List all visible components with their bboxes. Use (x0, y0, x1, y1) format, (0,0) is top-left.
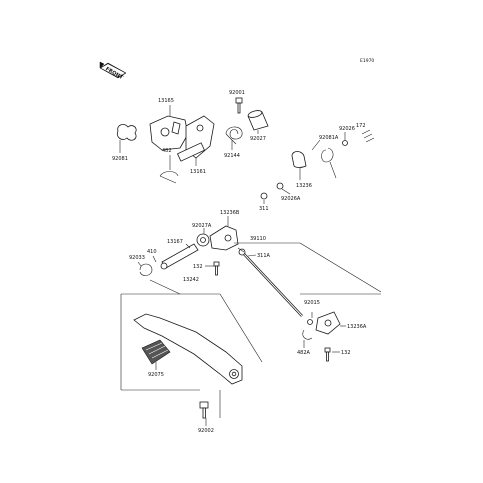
callout-13236: 13236 (296, 183, 312, 189)
callout-92027A: 92027A (192, 223, 212, 229)
callout-92015: 92015 (304, 300, 320, 306)
pedal-bolt-part (199, 401, 209, 419)
diagram-code: E1970 (360, 58, 374, 64)
pedal-rubber-part (141, 339, 171, 365)
pedal-shaft-part (160, 243, 199, 270)
collar-a-part (196, 233, 210, 247)
shift-drum-plate-part (149, 115, 189, 151)
circlip-part (159, 171, 179, 184)
callout-132-lower: 132 (341, 350, 351, 356)
callout-92002: 92002 (198, 428, 214, 434)
front-direction-arrow: FRONT (99, 61, 127, 81)
callout-311: 311 (259, 206, 269, 212)
seal-part (291, 151, 307, 168)
callout-13161: 13161 (190, 169, 206, 175)
callout-92081A: 92081A (319, 135, 339, 141)
callout-13236A: 13236A (347, 324, 367, 330)
callout-172: 172 (356, 123, 366, 129)
callout-132-upper: 132 (193, 264, 203, 270)
torsion-spring-part (225, 126, 243, 145)
shift-shaft-part (176, 115, 215, 162)
callout-92075: 92075 (148, 372, 164, 378)
callout-13242: 13242 (183, 277, 199, 283)
callout-92027: 92027 (250, 136, 266, 142)
bolt-132-lower-part (324, 347, 331, 362)
callout-92081: 92081 (112, 156, 128, 162)
washer-small-part (276, 182, 284, 190)
callout-13167: 13167 (167, 239, 183, 245)
retaining-ring-part (139, 263, 153, 276)
return-spring-part (321, 147, 337, 179)
callout-13165: 13165 (158, 98, 174, 104)
tie-rod-part (238, 248, 303, 317)
nut-part (260, 192, 268, 200)
callout-311A: 311A (257, 253, 271, 259)
callout-482A: 482A (297, 350, 311, 356)
collar-part (247, 110, 269, 131)
callout-410: 410 (147, 249, 157, 255)
shift-pedal-part (133, 313, 243, 385)
nut-92015-part (307, 319, 313, 325)
oil-seal-part (116, 124, 137, 141)
callout-92001: 92001 (229, 90, 245, 96)
callout-482: 482 (162, 148, 172, 154)
callout-92026: 92026 (339, 126, 355, 132)
shift-lever-arm-part (209, 225, 239, 251)
callout-92033: 92033 (129, 255, 145, 261)
callout-92026A: 92026A (281, 196, 301, 202)
lever-end-part (315, 311, 341, 335)
bolt-132-upper-part (213, 261, 220, 276)
callout-39110: 39110 (250, 236, 266, 242)
pin-part (361, 129, 375, 143)
callout-92144: 92144 (224, 153, 240, 159)
callout-13236B: 13236B (220, 210, 240, 216)
circlip-a-part (302, 329, 313, 340)
washer-part (342, 140, 348, 146)
bolt-part (235, 97, 243, 114)
